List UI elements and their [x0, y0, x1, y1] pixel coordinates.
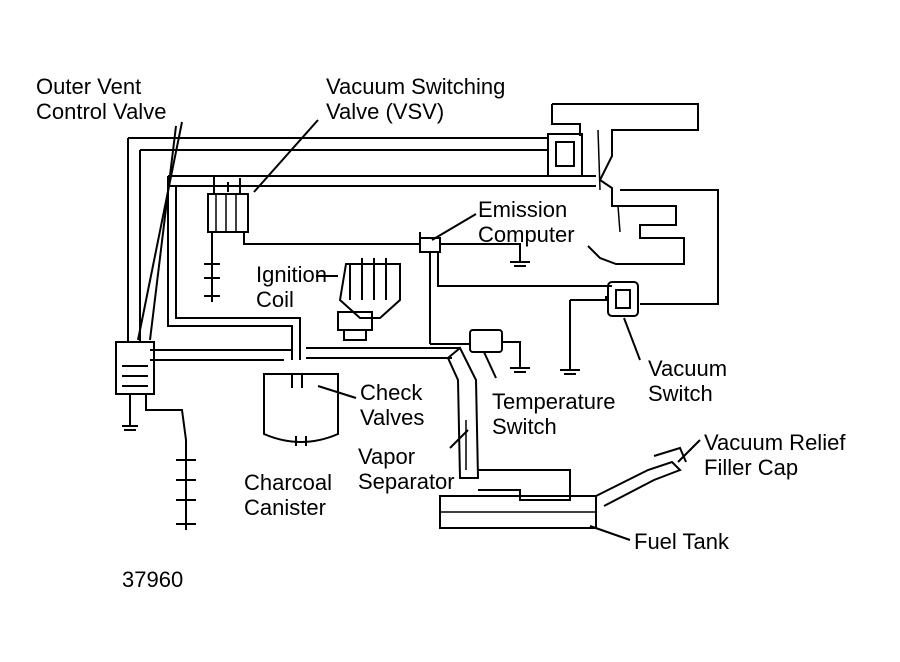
temperature-switch-device	[469, 329, 530, 373]
label-vapor-separator: Vapor Separator	[358, 444, 455, 494]
outer-vent-valve	[115, 341, 196, 530]
label-line: Separator	[358, 469, 455, 494]
label-line: Vacuum Switching	[326, 74, 506, 99]
label-charcoal-canister: Charcoal Canister	[244, 470, 332, 520]
pointer-arrows	[137, 119, 701, 541]
label-line: Canister	[244, 495, 326, 520]
label-vacuum-relief-filler-cap: Vacuum Relief Filler Cap	[704, 430, 845, 480]
label-temperature-switch: Temperature Switch	[492, 389, 616, 439]
label-emission-computer: Emission Computer	[478, 197, 575, 247]
label-line: Valve (VSV)	[326, 99, 445, 124]
label-line: Check	[360, 380, 423, 405]
label-line: Vapor	[358, 444, 416, 469]
label-line: Emission	[478, 197, 568, 222]
emission-computer-node	[419, 237, 612, 375]
label-vacuum-switching-valve: Vacuum Switching Valve (VSV)	[326, 74, 505, 124]
vacuum-hoses	[127, 137, 719, 361]
label-outer-vent-control-valve: Outer Vent Control Valve	[36, 74, 166, 124]
label-line: Vacuum Relief	[704, 430, 846, 455]
label-line: Filler Cap	[704, 455, 799, 480]
label-line: Switch	[648, 381, 713, 406]
arrow-check	[317, 385, 357, 399]
arrow-outer-vent-1	[137, 121, 183, 341]
arrow-vapor	[449, 429, 469, 449]
label-line: Coil	[256, 287, 294, 312]
figure-number: 37960	[122, 567, 183, 592]
charcoal-canister-device	[263, 347, 460, 446]
label-vacuum-switch: Vacuum Switch	[648, 356, 727, 406]
label-line: Fuel Tank	[634, 529, 729, 554]
arrow-emission	[431, 213, 477, 241]
label-line: Valves	[360, 405, 425, 430]
vapor-separator-device	[446, 346, 571, 501]
label-line: Vacuum	[648, 356, 728, 381]
arrow-fuel-tank	[589, 525, 631, 541]
arrow-temperature	[483, 351, 497, 379]
label-fuel-tank: Fuel Tank	[634, 529, 729, 554]
arrow-relief	[677, 439, 701, 463]
figure-number-text: 37960	[122, 567, 184, 592]
ignition-coil-device	[337, 258, 401, 341]
arrow-vsv	[253, 119, 319, 193]
arrow-outer-vent-2	[149, 125, 177, 341]
label-line: Switch	[492, 414, 557, 439]
arrow-vacuum	[623, 317, 641, 361]
label-line: Computer	[478, 222, 575, 247]
label-line: Temperature	[492, 389, 616, 414]
label-ignition-coil: Ignition Coil	[256, 262, 327, 312]
label-line: Outer Vent	[36, 74, 142, 99]
label-line: Control Valve	[36, 99, 167, 124]
vacuum-switch-device	[607, 281, 639, 317]
label-line: Ignition	[256, 262, 327, 287]
label-check-valves: Check Valves	[360, 380, 424, 430]
label-line: Charcoal	[244, 470, 333, 495]
